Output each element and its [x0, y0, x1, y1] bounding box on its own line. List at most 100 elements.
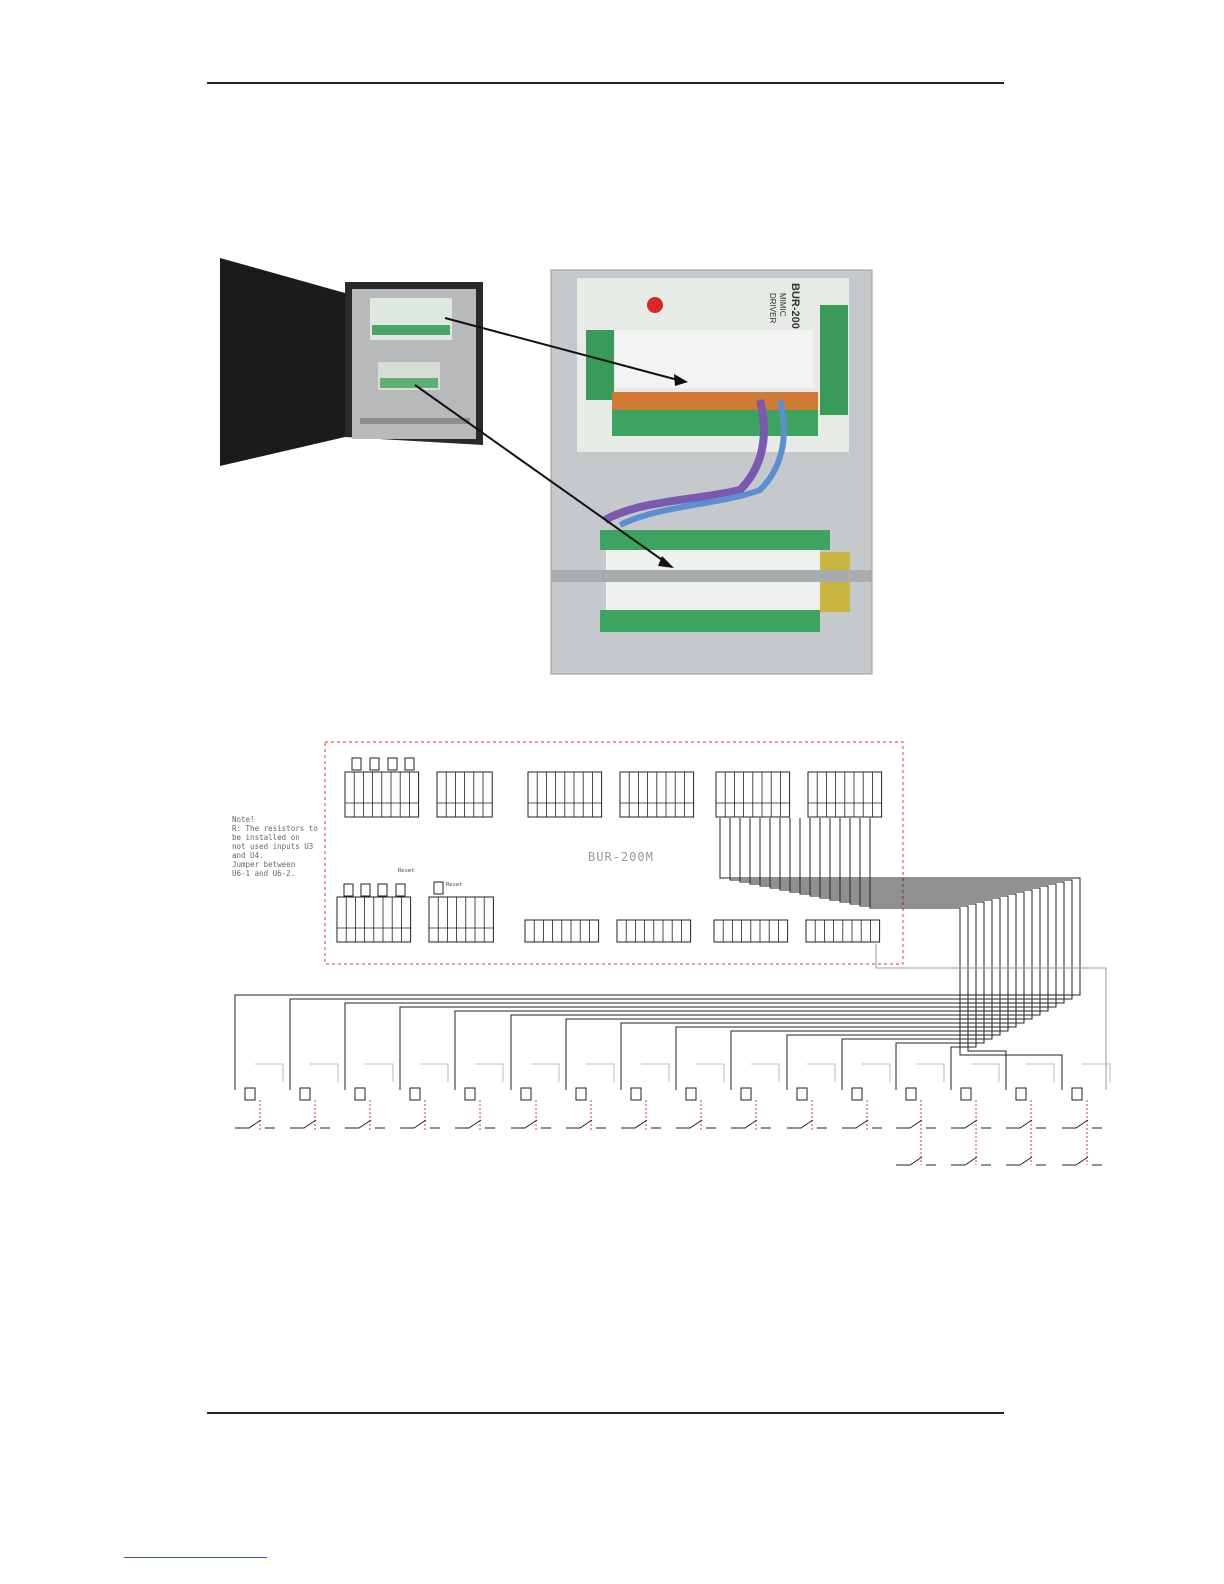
module-model-label: BUR-200	[789, 283, 801, 329]
signal-wire	[455, 818, 1048, 1090]
footer-rule	[207, 1412, 1004, 1414]
relay-contact	[842, 1120, 882, 1128]
relay-coil	[410, 1088, 420, 1100]
relay-contact	[400, 1120, 440, 1128]
schematic-note: Note! R: The resistors to be installed o…	[232, 815, 318, 878]
relay-coil	[576, 1088, 586, 1100]
relay-coil	[1016, 1088, 1026, 1100]
resistor	[405, 758, 414, 770]
terminal-block	[525, 920, 599, 942]
signal-wire	[830, 818, 992, 1090]
signal-wire	[621, 818, 1024, 1090]
relay-feed	[586, 1064, 614, 1082]
signal-wire	[850, 818, 976, 1090]
relay-feed	[807, 1064, 835, 1082]
relay-coil	[852, 1088, 862, 1100]
reset-label-2: Reset	[446, 882, 463, 888]
resistor	[370, 758, 379, 770]
relay-coil	[300, 1088, 310, 1100]
relay-coil	[961, 1088, 971, 1100]
relay-coil	[245, 1088, 255, 1100]
relay-coil	[1072, 1088, 1082, 1100]
relay-contact	[896, 1157, 936, 1165]
terminal-block	[620, 772, 694, 817]
relay-contact	[345, 1120, 385, 1128]
relay-contact	[787, 1120, 827, 1128]
relay-feed	[310, 1064, 338, 1082]
relay-feed	[641, 1064, 669, 1082]
module-photo	[551, 270, 872, 674]
relay-coil	[906, 1088, 916, 1100]
relay-coil	[521, 1088, 531, 1100]
relay-coil	[797, 1088, 807, 1100]
signal-wire	[235, 818, 1080, 1090]
relay-feed	[255, 1064, 283, 1082]
relay-contact	[1062, 1157, 1102, 1165]
terminal-block	[808, 772, 882, 817]
installation-photos: BUR-200 MIMIC DRIVER	[0, 0, 1224, 700]
terminal-block	[345, 772, 419, 817]
terminal-block	[337, 897, 411, 942]
relay-feed	[1082, 1064, 1110, 1082]
signal-wire	[870, 818, 1062, 1090]
terminal-block	[528, 772, 602, 817]
schematic-title: BUR-200M	[588, 850, 654, 864]
relay-feed	[475, 1064, 503, 1082]
footer-link-underline	[124, 1557, 267, 1558]
relay-feed	[1026, 1064, 1054, 1082]
module-subtitle-label-1: MIMIC	[778, 293, 787, 317]
relay-coil	[686, 1088, 696, 1100]
relay-contact	[235, 1120, 275, 1128]
signal-wire	[860, 818, 1006, 1090]
resistor	[396, 884, 405, 896]
relay-contact	[455, 1120, 495, 1128]
common-wire	[876, 944, 1106, 1090]
relay-contact	[1062, 1120, 1102, 1128]
resistor	[352, 758, 361, 770]
relay-contact	[1006, 1120, 1046, 1128]
relay-feed	[696, 1064, 724, 1082]
terminal-block	[617, 920, 691, 942]
relay-coil	[355, 1088, 365, 1100]
terminal-block	[716, 772, 790, 817]
relay-feed	[971, 1064, 999, 1082]
terminal-block	[806, 920, 880, 942]
resistor	[344, 884, 353, 896]
resistor	[378, 884, 387, 896]
relay-coil	[631, 1088, 641, 1100]
module-subtitle-label-2: DRIVER	[768, 293, 777, 323]
relay-contact	[951, 1157, 991, 1165]
signal-wire	[676, 818, 1016, 1090]
relay-feed	[531, 1064, 559, 1082]
relay-contact	[566, 1120, 606, 1128]
relay-contact	[621, 1120, 661, 1128]
signal-wire	[787, 818, 1000, 1090]
relay-contact	[511, 1120, 551, 1128]
relay-contact	[896, 1120, 936, 1128]
relay-contact	[1006, 1157, 1046, 1165]
relay-contact	[290, 1120, 330, 1128]
relay-feed	[862, 1064, 890, 1082]
relay-feed	[420, 1064, 448, 1082]
terminal-block	[437, 772, 492, 817]
reset-resistor	[434, 882, 443, 894]
relay-contact	[951, 1120, 991, 1128]
signal-wire	[290, 818, 1072, 1090]
cabinet-photo	[220, 258, 483, 466]
relay-contact	[731, 1120, 771, 1128]
relay-coil	[465, 1088, 475, 1100]
relay-feed	[365, 1064, 393, 1082]
relay-contact	[676, 1120, 716, 1128]
relay-feed	[751, 1064, 779, 1082]
terminal-block	[429, 897, 493, 942]
relay-coil	[741, 1088, 751, 1100]
reset-label-1: Reset	[398, 868, 415, 874]
signal-wire	[400, 818, 1056, 1090]
signal-wire	[345, 818, 1064, 1090]
terminal-block	[714, 920, 788, 942]
signal-wire	[840, 818, 984, 1090]
relay-feed	[916, 1064, 944, 1082]
resistor	[361, 884, 370, 896]
signal-wire	[731, 818, 1008, 1090]
resistor	[388, 758, 397, 770]
